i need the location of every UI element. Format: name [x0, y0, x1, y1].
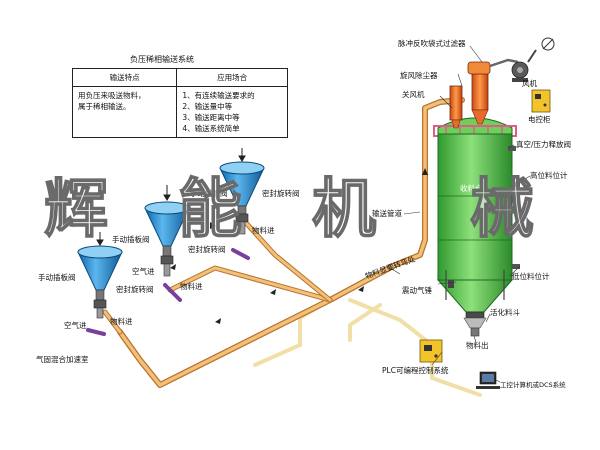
- control-cabinet: [531, 89, 551, 113]
- air-inlets: [86, 248, 250, 336]
- table-title: 负压稀相输送系统: [130, 55, 194, 64]
- label-fluid-hopper: 活化料斗: [490, 308, 520, 317]
- label-material-in-2: 物料进: [180, 282, 203, 291]
- label-air-in-1: 空气进: [64, 321, 87, 330]
- watermark-char-3: 机: [311, 172, 377, 247]
- label-dcs: 工控计算机或DCS系统: [500, 381, 566, 389]
- flow-arrows: [170, 168, 428, 324]
- conveying-pipeline: [102, 97, 465, 388]
- label-air-hammer: 震动气锤: [402, 286, 432, 295]
- label-material-in-3: 物料进: [252, 226, 275, 235]
- label-pulse-filter: 脉冲反吹袋式过滤器: [398, 39, 466, 48]
- label-material-in-1: 物料进: [110, 317, 133, 326]
- computer-icon: [476, 371, 500, 389]
- filter-cyclone-group: [449, 58, 519, 129]
- label-fan: 风机: [522, 79, 537, 88]
- label-gate-valve: 关风机: [402, 90, 425, 99]
- table-cell-applications: 1、有连续输送要求的 2、输送量中等 3、输送距离中等 4、输送系统简单: [176, 86, 288, 138]
- feed-hopper-2: [144, 201, 190, 277]
- feed-arrows: [96, 148, 246, 246]
- plc-box: [419, 339, 443, 363]
- label-manual-valve-2: 手动插板阀: [112, 235, 150, 244]
- table-cell-features: 用负压来吸送物料， 属于稀相输送。: [71, 86, 178, 138]
- label-low-level: 低位料位计: [512, 272, 550, 281]
- watermark-char-1: 辉: [43, 172, 109, 247]
- table-header-applications: 应用场合: [176, 68, 288, 87]
- label-cyclone: 旋风除尘器: [400, 71, 438, 80]
- label-mixing-chamber: 气固混合加速室: [36, 355, 89, 364]
- feed-hopper-3: [219, 161, 265, 235]
- watermark-char-2: 能: [177, 172, 243, 247]
- label-manual-valve-1: 手动插板阀: [38, 273, 76, 282]
- table-header-features: 输送特点: [71, 68, 178, 87]
- info-table: 输送特点 应用场合 用负压来吸送物料， 属于稀相输送。 1、有连续输送要求的 2…: [71, 68, 288, 138]
- label-high-level: 高位料位计: [530, 171, 568, 180]
- receiving-bin: [433, 117, 520, 337]
- label-bin: 收料仓: [460, 184, 483, 193]
- watermark-char-4: 械: [469, 172, 535, 247]
- ground-lines: [253, 298, 482, 397]
- label-manual-valve-3: 手动插板阀: [190, 189, 228, 198]
- exhaust-valve-icon: [541, 37, 555, 51]
- label-control-cabinet: 电控柜: [528, 115, 551, 124]
- label-pipeline: 输送管道: [372, 209, 402, 218]
- label-vacuum-valve: 真空/压力释放阀: [516, 140, 572, 149]
- label-air-in-2: 空气进: [132, 267, 155, 276]
- label-rotary-valve-1: 密封旋转阀: [116, 285, 154, 294]
- label-plc: PLC可编程控制系统: [382, 366, 449, 375]
- feed-hopper-1: [77, 245, 123, 319]
- label-rotary-valve-3: 密封旋转阀: [262, 189, 300, 198]
- label-material-out: 物料出: [466, 341, 489, 350]
- fan: [511, 49, 537, 82]
- label-rotary-valve-2: 密封旋转阀: [188, 245, 226, 254]
- leader-lines: [389, 45, 531, 383]
